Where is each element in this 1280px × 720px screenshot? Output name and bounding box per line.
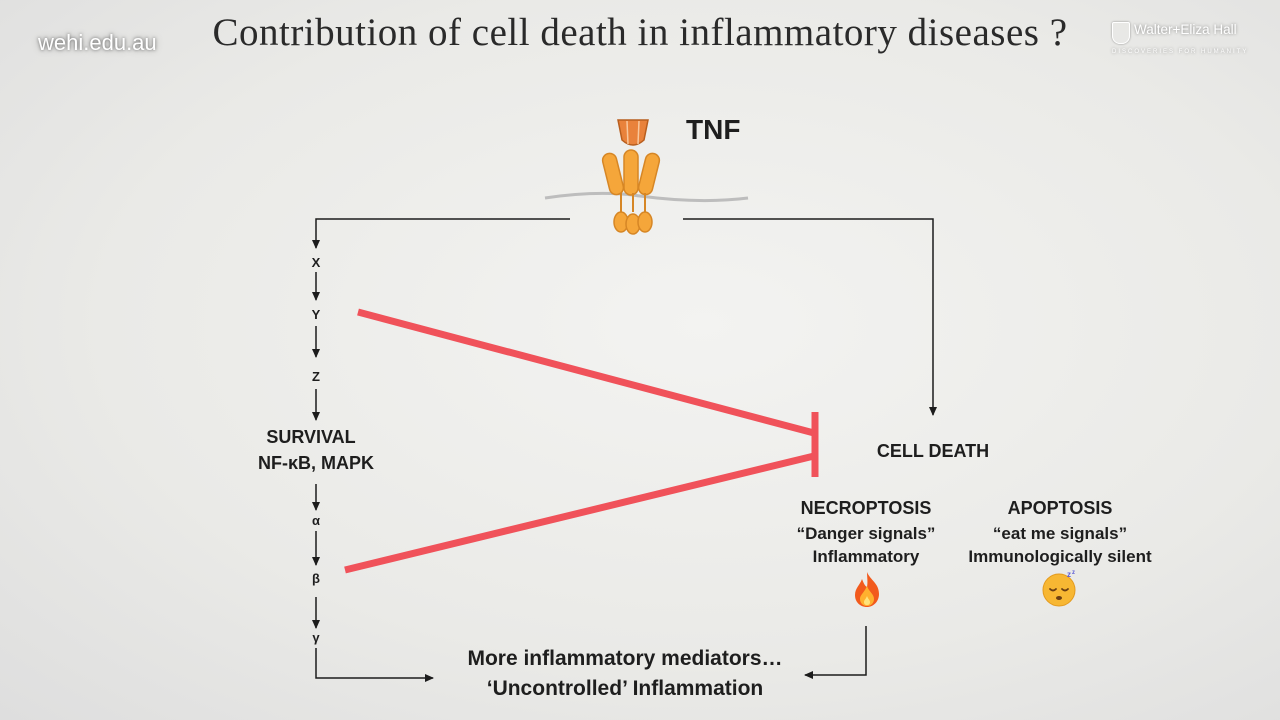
crest-icon — [1112, 22, 1130, 44]
outcome-line1: More inflammatory mediators… — [467, 647, 783, 670]
sleeping-face-icon: z z — [1042, 570, 1076, 607]
survival-subtitle: NF-κB, MAPK — [257, 453, 375, 473]
svg-text:z: z — [1072, 570, 1075, 576]
tnf-ligand-icon — [617, 119, 649, 146]
survival-path-connectors — [312, 218, 570, 682]
inhibition-lines — [344, 308, 819, 574]
institute-logo: Walter+Eliza Hall DISCOVERIES FOR HUMANI… — [1112, 20, 1252, 62]
step-x: X — [311, 255, 321, 270]
apoptosis-title: APOPTOSIS — [1007, 498, 1113, 518]
apoptosis-line2: Immunologically silent — [968, 547, 1152, 566]
tnf-receptor-icon — [601, 149, 661, 235]
outcome-line2: ‘Uncontrolled’ Inflammation — [486, 677, 764, 700]
cell-membrane — [544, 191, 749, 203]
step-z: Z — [312, 369, 320, 384]
survival-title: SURVIVAL — [266, 427, 356, 447]
svg-text:z: z — [1067, 570, 1071, 579]
logo-name: Walter+Eliza Hall — [1134, 22, 1237, 37]
watermark: wehi.edu.au — [38, 30, 157, 55]
apoptosis-line1: “eat me signals” — [992, 524, 1128, 543]
step-beta: β — [312, 571, 320, 586]
step-y: Y — [311, 307, 321, 322]
logo-tagline: DISCOVERIES FOR HUMANITY — [1112, 49, 1249, 55]
step-gamma: γ — [312, 630, 320, 645]
cell-death-path-connectors — [683, 218, 937, 679]
necroptosis-line1: “Danger signals” — [796, 524, 936, 543]
slide-title: Contribution of cell death in inflammato… — [212, 11, 1068, 54]
fire-icon — [855, 572, 879, 607]
necroptosis-line2: Inflammatory — [812, 547, 920, 566]
step-alpha: α — [312, 513, 320, 528]
tnf-label: TNF — [686, 114, 741, 145]
necroptosis-title: NECROPTOSIS — [800, 498, 932, 518]
cell-death-title: CELL DEATH — [876, 441, 990, 461]
